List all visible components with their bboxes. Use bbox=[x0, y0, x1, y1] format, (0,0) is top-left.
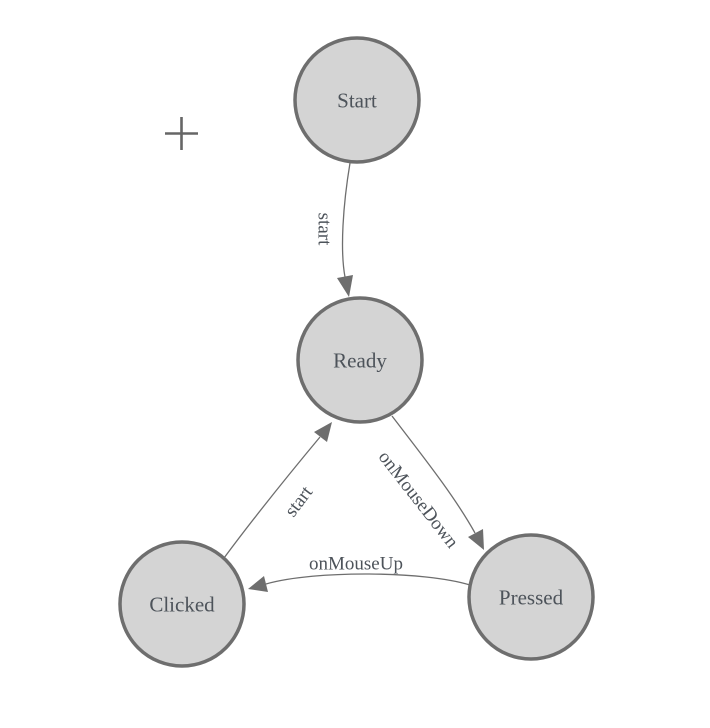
node-label-pressed: Pressed bbox=[499, 585, 564, 609]
node-circle bbox=[293, 36, 421, 164]
node-circle bbox=[467, 533, 595, 661]
node-label-clicked: Clicked bbox=[149, 592, 215, 616]
edge-clicked-to-ready[interactable]: start bbox=[223, 422, 332, 559]
arrowhead-icon bbox=[248, 576, 268, 592]
node-circle bbox=[118, 540, 246, 668]
arrowhead-icon bbox=[314, 422, 332, 442]
edge-label-onmouseup: onMouseUp bbox=[309, 554, 403, 575]
node-circle bbox=[296, 296, 424, 424]
node-ready[interactable]: Ready bbox=[296, 296, 424, 424]
edge-start-to-ready[interactable]: start bbox=[313, 162, 353, 297]
edge-pressed-to-clicked[interactable]: onMouseUp bbox=[248, 554, 471, 592]
node-label-start: Start bbox=[337, 88, 377, 112]
edge-line bbox=[223, 436, 321, 559]
node-start[interactable]: Start bbox=[293, 36, 421, 164]
arrowhead-icon bbox=[468, 529, 484, 550]
edge-line bbox=[341, 162, 351, 278]
node-clicked[interactable]: Clicked bbox=[118, 540, 246, 668]
edge-ready-to-pressed[interactable]: onMouseDown bbox=[374, 415, 484, 553]
edge-label-start: start bbox=[313, 213, 334, 246]
arrowhead-icon bbox=[337, 275, 353, 297]
edge-label-start2: start bbox=[281, 482, 318, 521]
plus-crosshair-icon bbox=[165, 117, 198, 150]
edge-line bbox=[265, 573, 471, 586]
node-pressed[interactable]: Pressed bbox=[467, 533, 595, 661]
node-label-ready: Ready bbox=[333, 348, 387, 372]
edge-label-onmousedown: onMouseDown bbox=[374, 447, 463, 553]
edge-line bbox=[391, 415, 476, 534]
